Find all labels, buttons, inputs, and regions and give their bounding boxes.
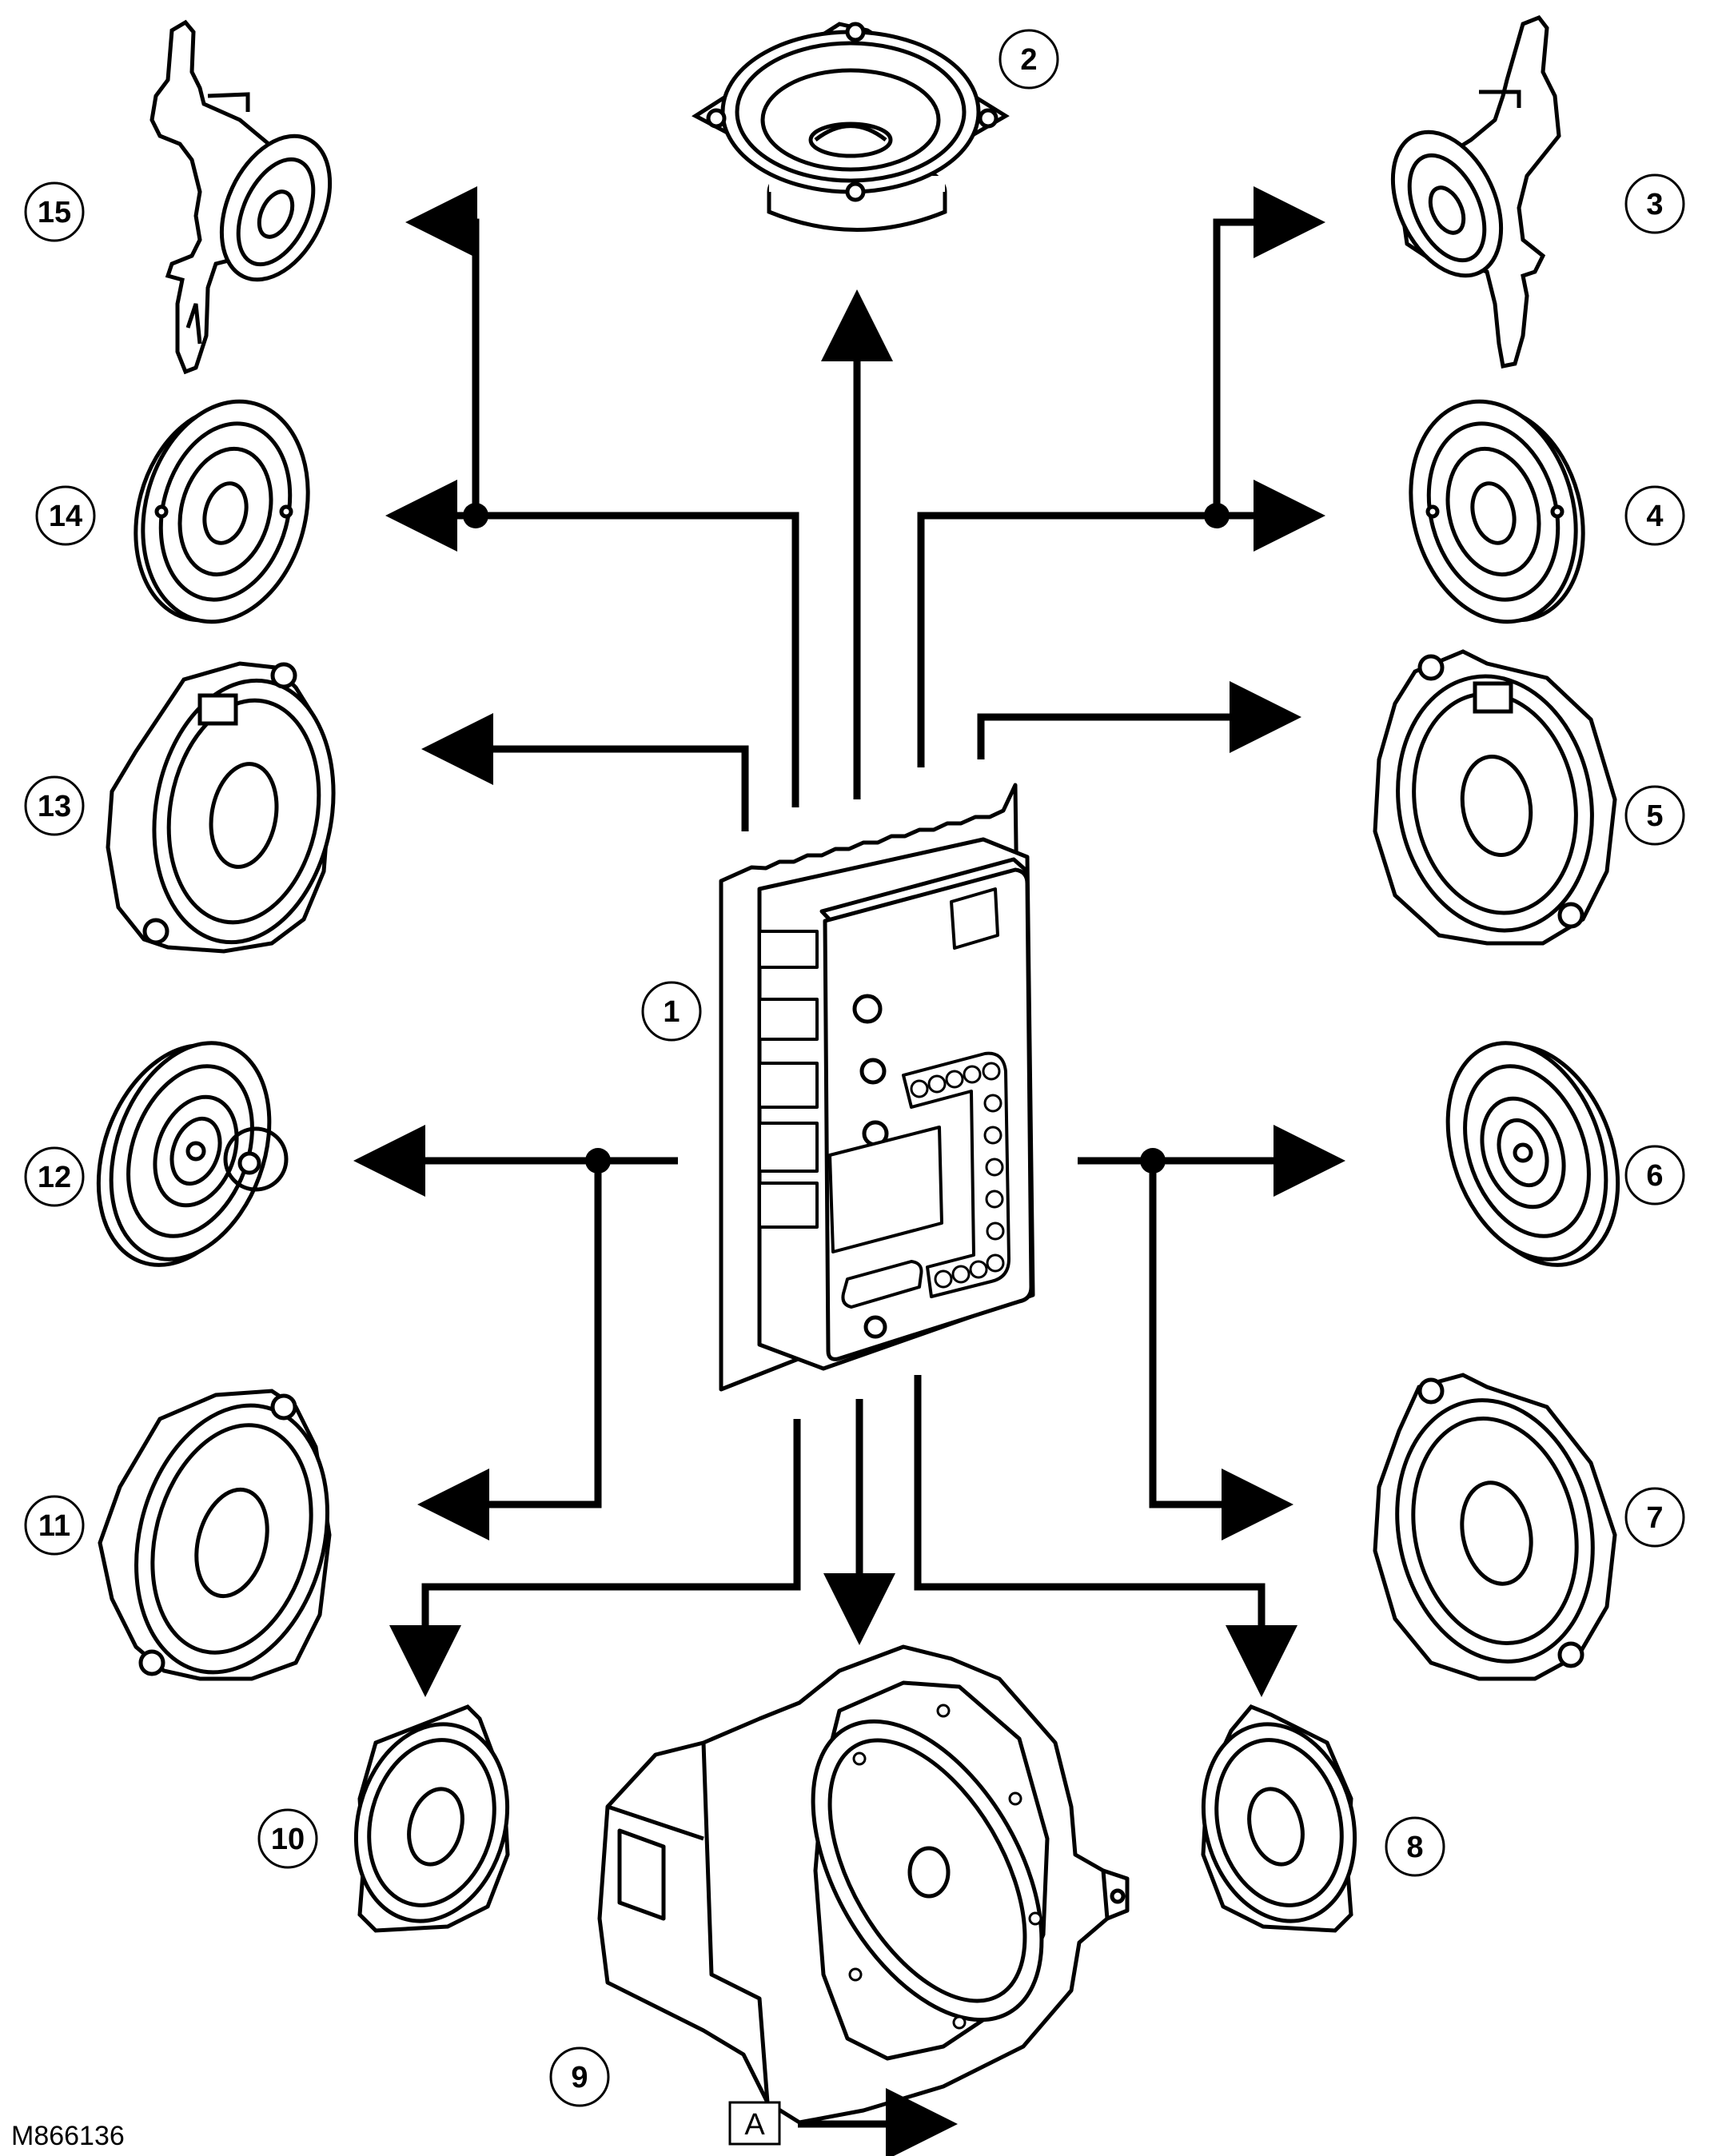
callout-13: 13: [24, 775, 85, 836]
callout-1-label: 1: [663, 995, 680, 1029]
callout-14: 14: [35, 485, 96, 546]
callout-4: 4: [1624, 485, 1685, 546]
junction-dot: [585, 1148, 611, 1174]
speaker-13: [106, 661, 336, 954]
callout-7-label: 7: [1646, 1501, 1663, 1535]
callout-12: 12: [24, 1146, 85, 1207]
wiring-lines: [353, 186, 1345, 1697]
speaker-14: [134, 399, 310, 624]
line-to-4: [917, 480, 1325, 767]
tweeter-6: [1445, 1041, 1620, 1267]
junction-dots: [463, 503, 1230, 1174]
callout-11-label: 11: [38, 1509, 70, 1543]
callout-14-label: 14: [49, 500, 82, 533]
tweeter-3: [1390, 14, 1561, 369]
callout-15: 15: [24, 181, 85, 242]
subwoofer-9: [597, 1644, 1130, 2125]
callout-8: 8: [1385, 1816, 1445, 1877]
amplifier-module: [719, 783, 1035, 1392]
line-to-3: [1213, 186, 1325, 516]
callout-5: 5: [1624, 785, 1685, 846]
speaker-7: [1373, 1373, 1617, 1681]
callout-13-label: 13: [38, 790, 71, 823]
callouts: 1 2 3 4 5 6 7 8: [24, 29, 1685, 2107]
callout-6: 6: [1624, 1145, 1685, 1206]
callout-3: 3: [1624, 173, 1685, 234]
line-to-10: [389, 1419, 801, 1697]
callout-8-label: 8: [1406, 1831, 1423, 1864]
speaker-2: [692, 22, 1010, 232]
junction-dot: [1140, 1148, 1166, 1174]
line-to-15: [405, 186, 480, 516]
line-to-13: [421, 713, 749, 831]
legend-box: [728, 2101, 781, 2146]
legend: A: [728, 2088, 958, 2156]
callout-9-label: 9: [571, 2061, 588, 2094]
figure-reference: M866136: [11, 2121, 125, 2151]
speaker-4: [1409, 399, 1585, 624]
junction-dot: [463, 503, 488, 528]
tweeter-12: [96, 1041, 289, 1267]
callout-3-label: 3: [1646, 188, 1663, 221]
callout-9: 9: [549, 2046, 610, 2107]
callout-4-label: 4: [1646, 500, 1663, 533]
junction-dot: [1204, 503, 1230, 528]
callout-1: 1: [641, 981, 702, 1042]
callout-11: 11: [24, 1495, 85, 1556]
callout-5-label: 5: [1646, 799, 1663, 833]
tweeter-15: [149, 19, 333, 375]
legend-letter: A: [744, 2108, 765, 2142]
callout-6-label: 6: [1646, 1159, 1663, 1193]
callout-10-label: 10: [271, 1823, 305, 1856]
callout-15-label: 15: [38, 196, 71, 229]
line-to-8: [914, 1375, 1297, 1697]
speaker-11: [98, 1389, 332, 1681]
speaker-8: [1201, 1704, 1357, 1933]
callout-2-label: 2: [1020, 43, 1037, 77]
line-to-7: [1149, 1161, 1293, 1540]
callout-10: 10: [257, 1808, 318, 1869]
callout-7: 7: [1624, 1487, 1685, 1548]
line-to-11: [417, 1161, 602, 1540]
line-to-5: [977, 681, 1301, 759]
speaker-5: [1373, 649, 1617, 946]
callout-12-label: 12: [38, 1161, 71, 1194]
line-to-14: [385, 480, 799, 807]
callout-2: 2: [998, 29, 1059, 90]
speaker-10: [353, 1704, 510, 1933]
